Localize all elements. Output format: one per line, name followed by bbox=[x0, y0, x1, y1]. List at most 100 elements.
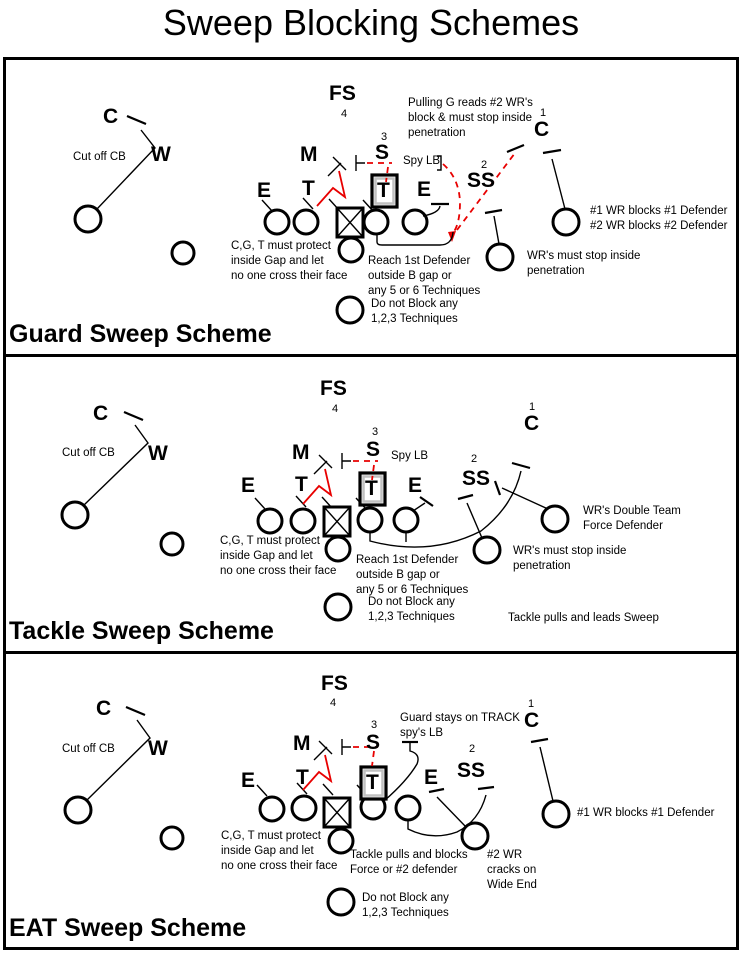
note-pulling-g: Pulling G reads #2 WR's block & must sto… bbox=[408, 97, 533, 139]
lineman-circle bbox=[356, 506, 384, 534]
note-reach: Reach 1st Defender outside B gap or any … bbox=[356, 554, 469, 596]
end-right-block-tick bbox=[419, 496, 434, 507]
note-cut-off-cb: Cut off CB bbox=[62, 447, 115, 459]
alignment-slashes bbox=[256, 782, 368, 797]
label-mike: M bbox=[292, 441, 310, 464]
boxed-tackle-inner bbox=[363, 769, 384, 797]
label-sam-depth: 3 bbox=[371, 719, 378, 731]
tackle-pull-tick bbox=[477, 785, 495, 791]
label-cb-right: C bbox=[524, 412, 540, 435]
wr1-circle bbox=[540, 504, 570, 534]
lineman-circle bbox=[394, 794, 422, 822]
wr-left-block-line bbox=[96, 129, 156, 210]
wr-left-circle bbox=[63, 795, 93, 825]
wr2-circle bbox=[472, 535, 502, 565]
wr1-block-line bbox=[539, 746, 554, 802]
label-fs: FS bbox=[321, 672, 348, 695]
label-end-left: E bbox=[241, 474, 256, 497]
deep-back-circle bbox=[335, 295, 365, 325]
pull-read-curve-red bbox=[442, 163, 461, 234]
guard-read-dashes-red bbox=[353, 746, 378, 767]
wr2-circle bbox=[460, 821, 490, 851]
qb-circle bbox=[324, 535, 352, 563]
label-cb-left: C bbox=[96, 697, 112, 720]
wr2-block-tick bbox=[457, 493, 474, 501]
sam-bracket bbox=[341, 739, 351, 755]
label-cb-right: C bbox=[534, 118, 550, 141]
note-protect: C,G, T must protect inside Gap and let n… bbox=[231, 240, 348, 282]
note-spy-lb: Spy LB bbox=[391, 450, 429, 462]
label-ss: SS bbox=[457, 759, 486, 782]
end-right-block-line bbox=[422, 205, 441, 217]
label-sam: S bbox=[366, 438, 381, 461]
note-dont-block: Do not Block any 1,2,3 Techniques bbox=[371, 298, 458, 325]
tackle-pull-path bbox=[407, 794, 487, 837]
label-fs-depth: 4 bbox=[332, 403, 339, 415]
note-cut-off-cb: Cut off CB bbox=[62, 743, 115, 755]
label-tackle-left: T bbox=[295, 473, 308, 496]
guard-track-path bbox=[383, 743, 419, 802]
wing-back-circle bbox=[170, 240, 196, 266]
boxed-tackle-inner bbox=[374, 177, 395, 205]
lineman-circle bbox=[362, 208, 390, 236]
label-mike: M bbox=[300, 143, 318, 166]
lineman-circle bbox=[289, 507, 317, 535]
tackle-pull-tick bbox=[511, 461, 531, 470]
label-end-left: E bbox=[241, 769, 256, 792]
alignment-slashes bbox=[254, 495, 367, 510]
label-ss: SS bbox=[467, 169, 496, 192]
cb-left-block-tick bbox=[123, 410, 144, 422]
label-cb-right-depth: 1 bbox=[528, 698, 535, 710]
label-ss-depth: 2 bbox=[481, 159, 488, 171]
label-will: W bbox=[148, 737, 168, 760]
wr-left-circle bbox=[60, 500, 90, 530]
wr2-crack-line bbox=[436, 796, 467, 828]
wr1-block-tick bbox=[542, 148, 562, 155]
note-tackle-pulls: Tackle pulls and blocks Force or #2 defe… bbox=[350, 849, 468, 876]
note-wr2-cracks: #2 WR cracks on Wide End bbox=[487, 849, 537, 891]
note-tackle-pulls: Tackle pulls and leads Sweep bbox=[508, 612, 659, 624]
lineman-circle bbox=[401, 208, 429, 236]
note-spy-lb: Spy LB bbox=[403, 155, 441, 167]
pulling-guard-path bbox=[376, 231, 454, 246]
label-tackle-boxed: T bbox=[366, 771, 379, 794]
label-cb-right-depth: 1 bbox=[529, 401, 536, 413]
pull-read-diagonal-red bbox=[456, 152, 516, 231]
note-protect: C,G, T must protect inside Gap and let n… bbox=[221, 830, 338, 872]
note-wr-double-team: WR's Double Team Force Defender bbox=[583, 505, 681, 532]
label-end-left: E bbox=[257, 179, 272, 202]
label-ss: SS bbox=[462, 467, 491, 490]
label-sam: S bbox=[366, 731, 381, 754]
wr-left-block-line bbox=[86, 719, 151, 801]
wr1-block-tick bbox=[493, 480, 502, 496]
lineman-circle bbox=[292, 208, 320, 236]
lineman-circle bbox=[258, 795, 286, 823]
label-sam-depth: 3 bbox=[372, 426, 379, 438]
center-square-x bbox=[323, 797, 351, 828]
label-tackle-left: T bbox=[302, 177, 315, 200]
panel-border-eat bbox=[3, 651, 739, 950]
label-ss-depth: 2 bbox=[469, 743, 476, 755]
wr2-circle bbox=[485, 242, 515, 272]
wr1-circle bbox=[551, 207, 581, 237]
label-fs-depth: 4 bbox=[341, 108, 348, 120]
guard-read-dashes-red bbox=[367, 162, 392, 183]
guard-read-dashes-red bbox=[353, 460, 378, 481]
label-end-right: E bbox=[408, 474, 423, 497]
label-sam-depth: 3 bbox=[381, 131, 388, 143]
page-title: Sweep Blocking Schemes bbox=[162, 2, 580, 43]
label-tackle-boxed: T bbox=[377, 179, 390, 202]
note-reach: Reach 1st Defender outside B gap or any … bbox=[368, 255, 481, 297]
note-wr1-blocks: #1 WR blocks #1 Defender bbox=[577, 807, 715, 819]
label-cb-right-depth: 1 bbox=[540, 107, 547, 119]
lineman-circle bbox=[256, 507, 284, 535]
mike-tick bbox=[327, 156, 347, 177]
guard-read-zigzag-red bbox=[316, 170, 347, 207]
mike-tick bbox=[313, 740, 333, 761]
cb-right-read-tick bbox=[506, 143, 525, 154]
lineman-circle bbox=[290, 794, 318, 822]
label-end-right: E bbox=[424, 766, 439, 789]
end-right-block-line bbox=[412, 502, 426, 512]
label-will: W bbox=[151, 143, 171, 166]
